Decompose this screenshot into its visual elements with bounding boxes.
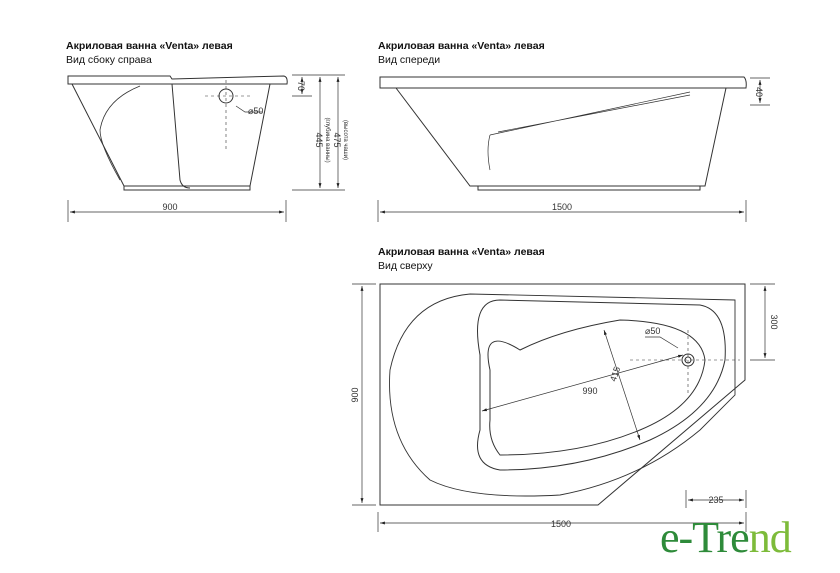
front-view-tub xyxy=(379,76,747,191)
top-view-title: Акриловая ванна «Venta» левая xyxy=(378,246,545,258)
e-trend-logo: e-Trend xyxy=(660,513,792,562)
top-length-label: 1500 xyxy=(551,519,571,529)
inner-length-label: 990 xyxy=(582,386,597,396)
top-corner-label: 235 xyxy=(708,495,723,505)
side-drain-label: ⌀50 xyxy=(248,106,263,116)
side-depth-note: (глубина ванны) xyxy=(324,117,330,162)
inner-width-label: 415 xyxy=(608,365,622,382)
top-view-tub xyxy=(379,283,746,506)
side-rim-label: 70 xyxy=(296,81,306,91)
side-view-tub xyxy=(67,75,288,191)
top-view-subtitle: Вид сверху xyxy=(378,260,433,272)
front-length-label: 1500 xyxy=(552,202,572,212)
top-side-label: 300 xyxy=(769,314,779,329)
side-view-title: Акриловая ванна «Venta» левая xyxy=(66,40,233,52)
side-view-subtitle: Вид сбоку справа xyxy=(66,54,152,66)
front-view-title: Акриловая ванна «Venta» левая xyxy=(378,40,545,52)
side-height-label: 475 xyxy=(332,132,342,147)
top-width-label: 900 xyxy=(350,387,360,402)
side-height-note: (высота чаши) xyxy=(342,120,348,160)
top-drain-label: ⌀50 xyxy=(645,326,660,336)
side-width-label: 900 xyxy=(162,202,177,212)
side-depth-label: 445 xyxy=(314,132,324,147)
front-rim-label: 40 xyxy=(754,87,764,97)
front-view-subtitle: Вид спереди xyxy=(378,54,441,66)
